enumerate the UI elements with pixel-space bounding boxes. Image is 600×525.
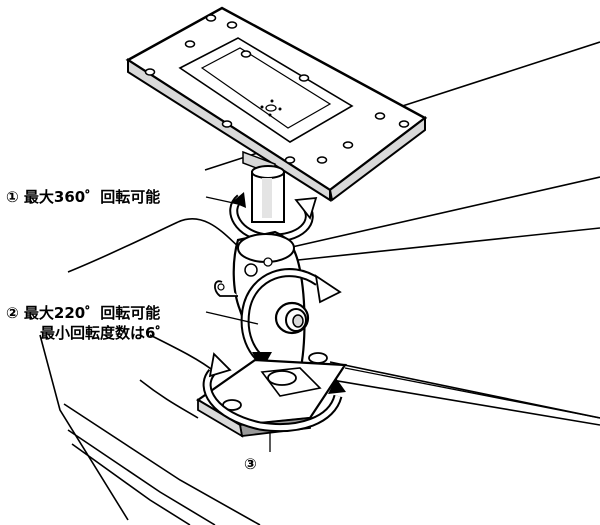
mounting-plate xyxy=(125,6,428,202)
rotation-label-1: ① 最大360゜回転可能 xyxy=(6,187,160,207)
rotation-label-1-text: ① 最大360゜回転可能 xyxy=(6,188,161,206)
upper-stem xyxy=(242,150,285,223)
marker-label-3-text: ③ xyxy=(244,455,257,473)
marker-label-3: ③ xyxy=(244,454,257,474)
tension-knob xyxy=(274,301,310,335)
rotation-arrow-3 xyxy=(202,352,346,432)
rotation-label-2-line1: ② 最大220゜回転可能 xyxy=(6,304,161,322)
surface-lines xyxy=(39,41,600,525)
leader-lines xyxy=(205,196,600,452)
rotation-label-2: ② 最大220゜回転可能 最小回転度数は6゜ xyxy=(6,303,170,343)
rotation-label-2-line2: 最小回転度数は6゜ xyxy=(40,324,171,342)
